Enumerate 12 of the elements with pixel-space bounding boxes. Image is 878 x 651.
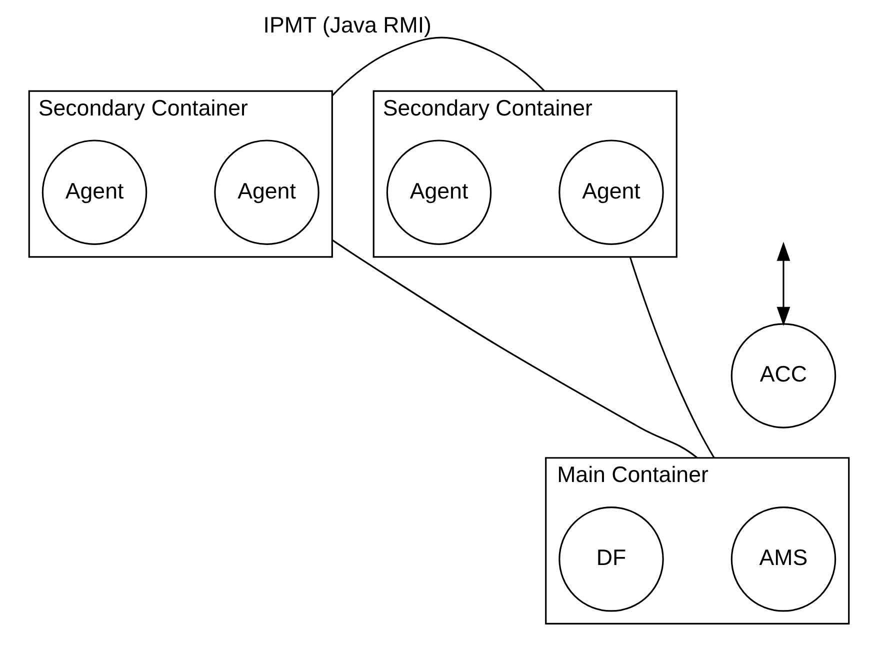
node-circle: DF bbox=[558, 506, 664, 612]
node-circle: Agent bbox=[214, 140, 320, 245]
connector bbox=[332, 36, 546, 96]
connector bbox=[629, 256, 715, 458]
node-circle: Agent bbox=[558, 140, 664, 245]
node-circle: Agent bbox=[42, 140, 148, 245]
node-circle: AMS bbox=[730, 506, 836, 612]
edge-label: IPMT (Java RMI) bbox=[263, 12, 432, 38]
node-circle: Agent bbox=[386, 140, 492, 245]
node-circle: ACC bbox=[730, 323, 836, 428]
arrow bbox=[776, 242, 790, 326]
connector bbox=[332, 239, 698, 458]
